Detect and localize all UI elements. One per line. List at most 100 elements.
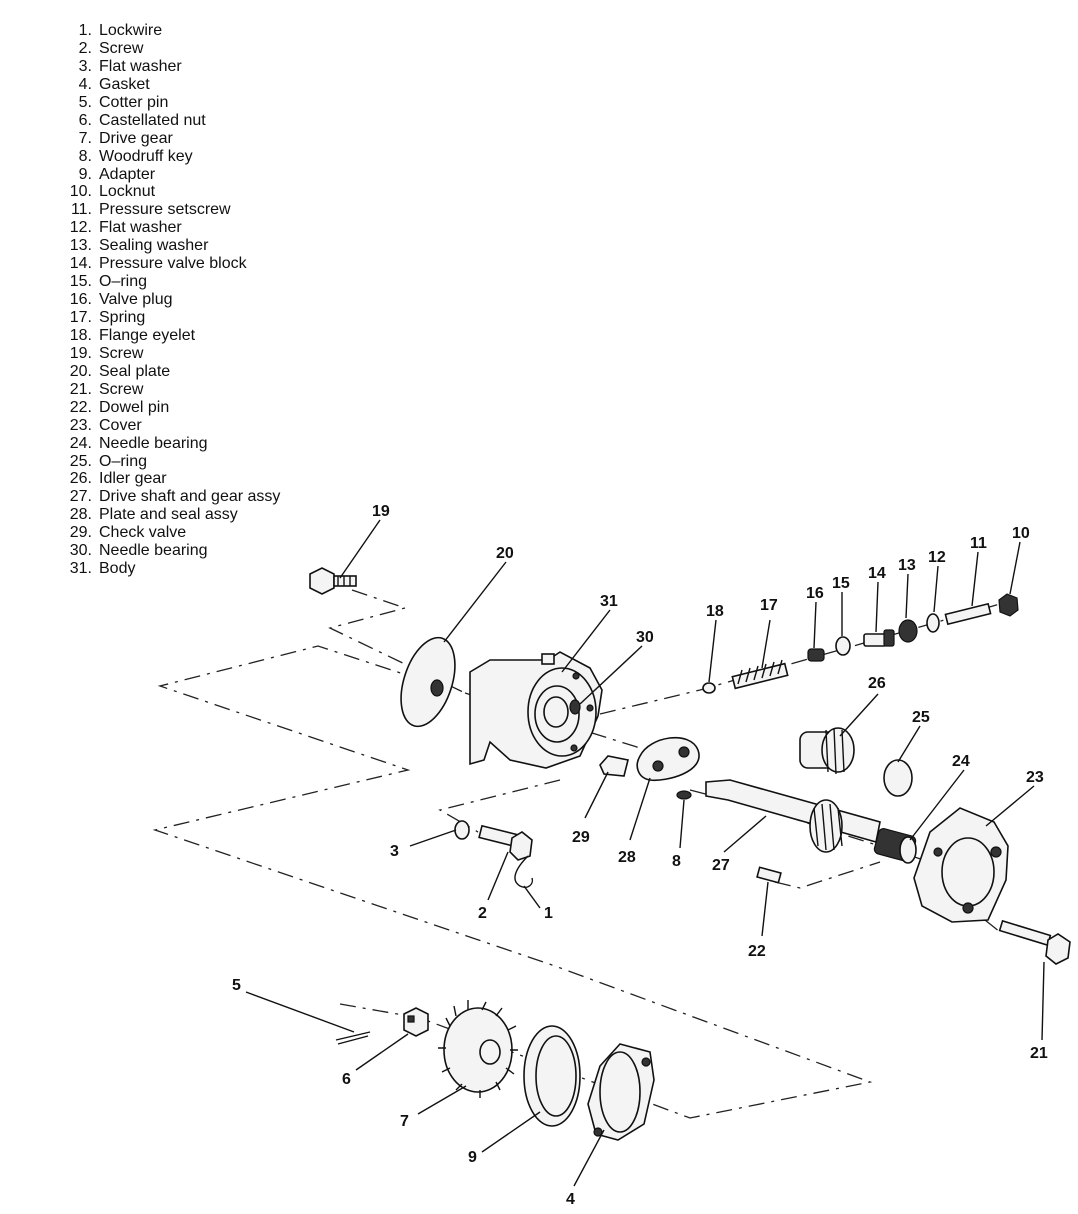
centerline-dowel [774, 861, 881, 889]
callout-7: 7 [400, 1113, 409, 1130]
callout-3: 3 [390, 843, 399, 860]
callout-15: 15 [832, 575, 850, 592]
gasket-4 [587, 1043, 655, 1141]
callout-12: 12 [928, 549, 946, 566]
legend-item: 21.Screw [69, 380, 144, 398]
legend-item: 19.Screw [69, 344, 144, 362]
centerline-drive-end [339, 965, 873, 1119]
legend-item: 20.Seal plate [69, 362, 171, 380]
legend-item: 25.O–ring [69, 452, 148, 470]
spring-17 [731, 659, 789, 690]
screw-2 [478, 824, 533, 861]
seal-plate-20 [400, 636, 456, 728]
callout-8: 8 [672, 853, 681, 870]
centerline-lower-bolt [438, 779, 561, 833]
legend-item: 11.Pressure setscrew [70, 201, 231, 219]
drive-gear-7 [438, 1000, 518, 1098]
legend-item: 9.Adapter [78, 165, 156, 183]
callout-numbers: 1 2 3 4 5 6 7 8 9 10 11 12 13 14 15 16 1… [232, 503, 1048, 1208]
legend-item: 30.Needle bearing [69, 542, 208, 560]
pressure-setscrew-11 [944, 602, 992, 626]
callout-14: 14 [868, 565, 886, 582]
legend-item: 22.Dowel pin [69, 398, 170, 416]
flat-washer-12 [926, 613, 940, 633]
adapter-9 [523, 1025, 581, 1127]
callout-19: 19 [372, 503, 390, 520]
legend-item: 14.Pressure valve block [69, 255, 247, 273]
sealing-washer-13 [898, 619, 918, 643]
cover-23 [913, 807, 1009, 923]
legend-item: 26.Idler gear [69, 470, 167, 488]
callout-10: 10 [1012, 525, 1030, 542]
legend-item: 1.Lockwire [78, 22, 163, 39]
valve-plug-16 [807, 648, 825, 662]
legend-item: 15.O–ring [69, 273, 148, 291]
check-valve-29 [599, 755, 629, 777]
centerline-cover-bolt [984, 919, 1001, 933]
centerline-screw-19 [328, 589, 466, 694]
dowel-pin-22 [756, 866, 782, 884]
callout-6: 6 [342, 1071, 351, 1088]
callout-23: 23 [1026, 769, 1044, 786]
callout-18: 18 [706, 603, 724, 620]
callout-21: 21 [1030, 1045, 1048, 1062]
plate-and-seal-28 [636, 736, 700, 782]
flat-washer-3 [454, 820, 470, 840]
callout-2: 2 [478, 905, 487, 922]
needle-bearing-30 [569, 699, 581, 715]
legend-item: 3.Flat washer [78, 57, 182, 75]
callout-5: 5 [232, 977, 241, 994]
cotter-pin-5 [335, 1031, 371, 1045]
legend-item: 13.Sealing washer [69, 237, 209, 255]
pump-body-31 [469, 651, 603, 769]
screw-21 [998, 919, 1071, 965]
parts-legend: 1.Lockwire 2.Screw 3.Flat washer 4.Gaske… [52, 22, 281, 578]
legend-item: 4.Gasket [78, 75, 150, 93]
drive-shaft-27 [705, 779, 881, 853]
callout-27: 27 [712, 857, 730, 874]
callout-25: 25 [912, 709, 930, 726]
callout-9: 9 [468, 1149, 477, 1166]
callout-22: 22 [748, 943, 766, 960]
legend-item: 10.Locknut [69, 183, 156, 201]
callout-16: 16 [806, 585, 824, 602]
idler-gear-26 [799, 727, 855, 775]
legend-item: 8.Woodruff key [78, 147, 193, 165]
pressure-valve-block-14 [863, 629, 895, 647]
legend-item: 16.Valve plug [69, 291, 173, 309]
legend-item: 29.Check valve [69, 524, 187, 542]
legend-item: 6.Castellated nut [78, 111, 206, 129]
lockwire-1 [514, 855, 534, 888]
callout-30: 30 [636, 629, 654, 646]
legend-item: 18.Flange eyelet [69, 326, 196, 344]
legend-item: 31.Body [69, 560, 136, 578]
legend-item: 23.Cover [69, 416, 142, 434]
legend-item: 24.Needle bearing [69, 434, 208, 452]
callout-17: 17 [760, 597, 778, 614]
centerline-valve [599, 603, 1001, 715]
legend-item: 2.Screw [78, 39, 144, 57]
flange-eyelet-18 [702, 682, 716, 694]
callout-4: 4 [566, 1191, 575, 1208]
callout-13: 13 [898, 557, 916, 574]
callout-31: 31 [600, 593, 618, 610]
legend-item: 28.Plate and seal assy [69, 506, 238, 524]
o-ring-25 [883, 759, 913, 797]
legend-item: 12.Flat washer [69, 219, 182, 237]
callout-28: 28 [618, 849, 636, 866]
legend-item: 27.Drive shaft and gear assy [69, 488, 281, 506]
screw-19 [309, 567, 357, 595]
callout-29: 29 [572, 829, 590, 846]
callout-1: 1 [544, 905, 553, 922]
woodruff-key-8 [676, 790, 692, 800]
legend-item: 17.Spring [69, 309, 146, 326]
callout-24: 24 [952, 753, 970, 770]
leader-lines [245, 519, 1045, 1187]
locknut-10 [998, 593, 1019, 617]
legend-item: 5.Cotter pin [78, 93, 169, 111]
legend-item: 7.Drive gear [78, 129, 173, 147]
castellated-nut-6 [403, 1007, 429, 1037]
o-ring-15 [835, 636, 851, 656]
needle-bearing-24 [873, 828, 917, 864]
